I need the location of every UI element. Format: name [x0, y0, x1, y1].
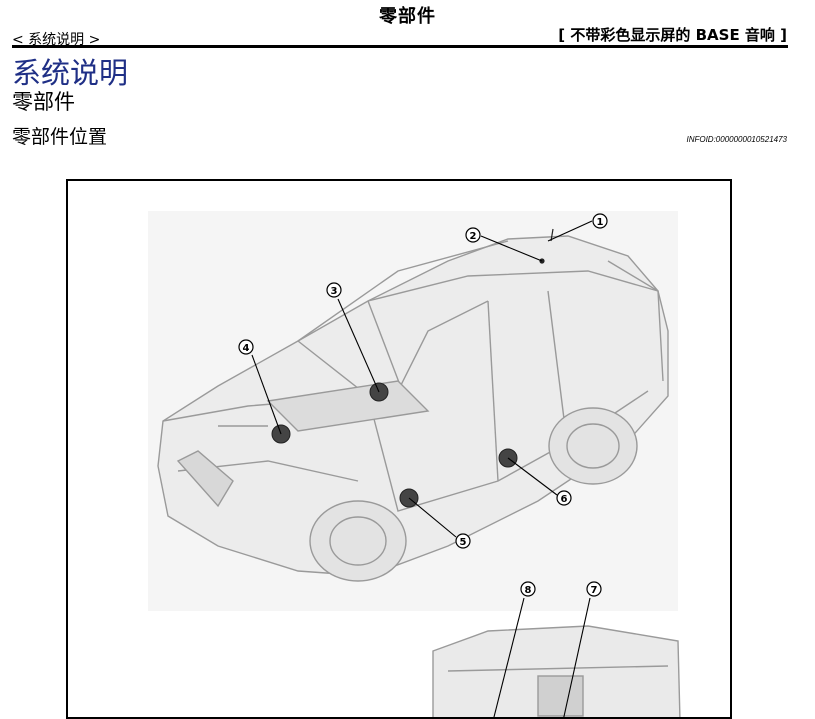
svg-text:1: 1 [597, 217, 604, 228]
callout-5: 5 [455, 533, 471, 549]
info-id: INFOID:0000000010521473 [686, 135, 787, 144]
header-rule [12, 45, 788, 48]
callout-7: 7 [586, 581, 602, 597]
sub-title: 零部件 [12, 90, 75, 114]
svg-text:6: 6 [561, 494, 568, 505]
vehicle-outline [157, 235, 669, 582]
page-header-title: 零部件 [379, 6, 436, 27]
svg-text:7: 7 [591, 585, 598, 596]
svg-text:2: 2 [470, 231, 477, 242]
svg-text:8: 8 [525, 585, 532, 596]
callout-labels: 1 2 3 4 5 6 7 [238, 213, 608, 597]
callout-8: 8 [520, 581, 536, 597]
svg-text:3: 3 [331, 286, 338, 297]
component-location-figure: 1 2 3 4 5 6 7 [66, 179, 732, 719]
sub-sub-title: 零部件位置 [12, 126, 108, 148]
breadcrumb[interactable]: < 系统说明 > [12, 32, 101, 48]
callout-6: 6 [556, 490, 572, 506]
dashboard-illustration [432, 625, 681, 717]
section-title: 系统说明 [12, 56, 129, 90]
vehicle-illustration: 1 2 3 4 5 6 7 [148, 211, 681, 717]
variant-label: [ 不带彩色显示屏的 BASE 音响 ] [558, 26, 787, 44]
svg-text:5: 5 [460, 537, 467, 548]
callout-4: 4 [238, 339, 254, 355]
callout-1: 1 [592, 213, 608, 229]
callout-3: 3 [326, 282, 342, 298]
svg-text:4: 4 [243, 343, 250, 354]
callout-2: 2 [465, 227, 481, 243]
